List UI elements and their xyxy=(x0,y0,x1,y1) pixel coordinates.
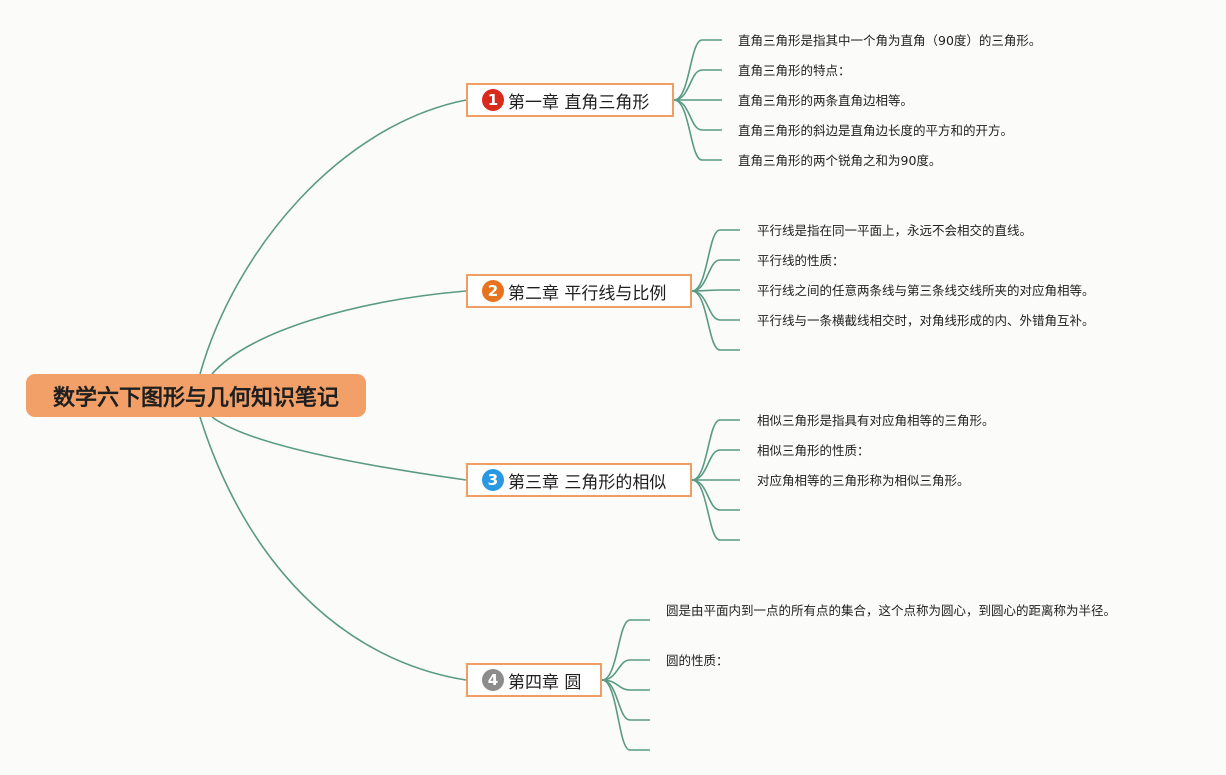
chapter-2-point-3: 平行线之间的任意两条线与第三条线交线所夹的对应角相等。 xyxy=(757,283,1095,298)
chapter-2-point-2: 平行线的性质： xyxy=(757,253,845,268)
chapter-3-point-3: 对应角相等的三角形称为相似三角形。 xyxy=(757,473,970,488)
chapter-3-point-2: 相似三角形的性质： xyxy=(757,443,870,458)
chapter-4-point-2: 圆的性质： xyxy=(666,653,729,668)
root-topic[interactable]: 数学六下图形与几何知识笔记 xyxy=(26,374,366,417)
leaf-line-chapter-1-5 xyxy=(673,99,722,161)
branch-line-chapter-1 xyxy=(199,99,467,375)
leaf-line-chapter-1-1 xyxy=(673,39,722,101)
chapter-4-node[interactable]: 4 第四章 圆 xyxy=(466,663,602,697)
branch-line-chapter-2 xyxy=(211,290,467,375)
leaf-line-chapter-4-5 xyxy=(601,679,650,751)
chapter-4-title: 第四章 圆 xyxy=(508,672,582,693)
chapter-1-point-4: 直角三角形的斜边是直角边长度的平方和的开方。 xyxy=(738,123,1014,138)
chapter-2-point-4: 平行线与一条横截线相交时，对角线形成的内、外错角互补。 xyxy=(757,313,1095,328)
chapter-3-node[interactable]: 3 第三章 三角形的相似 xyxy=(466,463,692,497)
chapter-1-point-5: 直角三角形的两个锐角之和为90度。 xyxy=(738,153,942,168)
leaf-line-chapter-4-1 xyxy=(601,619,650,681)
chapter-1-point-2: 直角三角形的特点： xyxy=(738,63,851,78)
chapter-2-badge: 2 xyxy=(482,280,504,302)
chapter-1-node[interactable]: 1 第一章 直角三角形 xyxy=(466,83,674,117)
chapter-3-point-1: 相似三角形是指具有对应角相等的三角形。 xyxy=(757,413,995,428)
chapter-1-point-3: 直角三角形的两条直角边相等。 xyxy=(738,93,914,108)
leaf-line-chapter-2-1 xyxy=(691,229,740,292)
leaf-line-chapter-3-2 xyxy=(691,449,740,481)
leaf-line-chapter-2-3 xyxy=(691,289,740,292)
chapter-2-node[interactable]: 2 第二章 平行线与比例 xyxy=(466,274,692,308)
chapter-4-badge: 4 xyxy=(482,669,504,691)
branch-line-chapter-4 xyxy=(199,416,467,681)
leaf-line-chapter-4-2 xyxy=(601,659,650,681)
leaf-line-chapter-3-5 xyxy=(691,479,740,541)
leaf-line-chapter-2-2 xyxy=(691,259,740,292)
root-title: 数学六下图形与几何知识笔记 xyxy=(52,385,339,411)
chapter-1-badge: 1 xyxy=(482,89,504,111)
chapter-3-badge: 3 xyxy=(482,469,504,491)
chapter-3-title: 第三章 三角形的相似 xyxy=(508,472,667,493)
leaf-line-chapter-3-1 xyxy=(691,419,740,481)
chapter-1-title: 第一章 直角三角形 xyxy=(508,92,650,113)
leaf-line-chapter-2-5 xyxy=(691,290,740,351)
chapter-1-point-1: 直角三角形是指其中一个角为直角（90度）的三角形。 xyxy=(738,33,1042,48)
chapter-2-point-1: 平行线是指在同一平面上，永远不会相交的直线。 xyxy=(757,223,1033,238)
leaf-line-chapter-1-2 xyxy=(673,69,722,101)
chapter-2-title: 第二章 平行线与比例 xyxy=(508,283,667,304)
chapter-4-point-1: 圆是由平面内到一点的所有点的集合，这个点称为圆心，到圆心的距离称为半径。 xyxy=(666,603,1117,618)
branch-line-chapter-3 xyxy=(211,416,467,481)
